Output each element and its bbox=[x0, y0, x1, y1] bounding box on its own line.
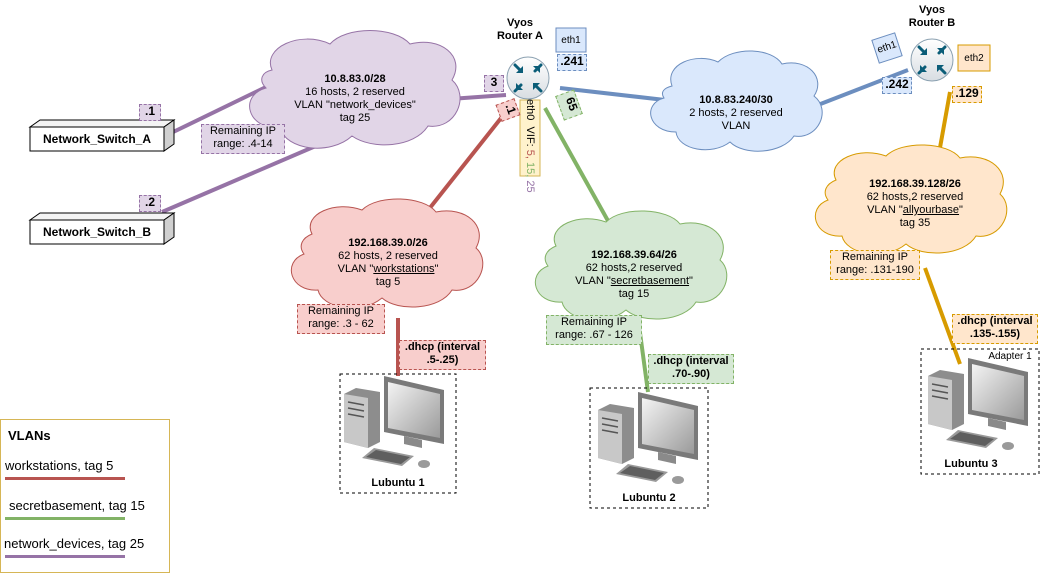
lubuntu-3-adapter-label: Adapter 1 bbox=[988, 351, 1032, 362]
lubuntu-3-label: Lubuntu 3 bbox=[944, 458, 998, 470]
allyourbase-text: 192.168.39.128/26 62 hosts,2 reserved VL… bbox=[866, 178, 964, 229]
router-a-eth0-box bbox=[519, 99, 541, 177]
lubuntu-3-frame bbox=[920, 348, 1040, 475]
lubuntu-2-label: Lubuntu 2 bbox=[622, 492, 676, 504]
router-a-ip-3: 3 bbox=[484, 75, 504, 92]
network-switch-b[interactable] bbox=[28, 212, 176, 245]
lubuntu-1-label: Lubuntu 1 bbox=[371, 477, 425, 489]
cloud-workstations bbox=[290, 198, 484, 309]
lubuntu-1-computer-icon[interactable] bbox=[343, 375, 445, 469]
legend-title: VLANs bbox=[8, 428, 51, 443]
lubuntu-1-frame bbox=[339, 373, 457, 494]
legend-bar-secretbasement bbox=[5, 517, 125, 520]
router-a-eth1-ip: .241 bbox=[557, 54, 587, 71]
legend-bar-workstations bbox=[5, 477, 125, 480]
legend-item-network-devices: network_devices, tag 25 bbox=[4, 536, 145, 551]
switch-b-ip: .2 bbox=[139, 195, 161, 212]
cloud-allyourbase bbox=[814, 144, 1008, 255]
transit-text: 10.8.83.240/30 2 hosts, 2 reserved VLAN bbox=[689, 94, 783, 132]
lubuntu-2-frame bbox=[589, 387, 709, 509]
router-a-eth1-box bbox=[555, 27, 587, 53]
switch-a-ip: .1 bbox=[139, 104, 161, 121]
legend-item-workstations: workstations, tag 5 bbox=[5, 458, 114, 473]
legend-item-secretbasement: secretbasement, tag 15 bbox=[9, 498, 145, 513]
router-b-eth2-ip: .129 bbox=[952, 86, 982, 103]
router-a-eth0-vif-label: eth0 VIF: 5, 15, 25 bbox=[524, 99, 536, 193]
router-b-eth2-box bbox=[957, 44, 991, 72]
network-devices-text: 10.8.83.0/28 16 hosts, 2 reserved VLAN "… bbox=[294, 73, 416, 124]
cloud-secretbasement bbox=[534, 210, 728, 321]
secretbasement-dhcp: .dhcp (interval.70-.90) bbox=[648, 354, 734, 384]
workstations-text: 192.168.39.0/26 62 hosts, 2 reserved VLA… bbox=[337, 237, 439, 288]
router-a-eth1-label: eth1 bbox=[561, 35, 581, 46]
router-a-icon[interactable] bbox=[506, 56, 550, 100]
router-b-icon[interactable] bbox=[910, 38, 954, 82]
secretbasement-text: 192.168.39.64/26 62 hosts,2 reserved VLA… bbox=[575, 249, 693, 300]
legend-bar-network-devices bbox=[5, 555, 125, 558]
lubuntu-3-computer-icon[interactable] bbox=[927, 357, 1029, 451]
switch-b-name: Network_Switch_B bbox=[42, 225, 152, 239]
switch-a-name: Network_Switch_A bbox=[42, 132, 152, 146]
cloud-network-devices bbox=[249, 30, 461, 149]
router-b-eth2-label: eth2 bbox=[964, 53, 984, 64]
network-switch-a[interactable] bbox=[28, 119, 176, 152]
vlan-legend: VLANs workstations, tag 5 secretbasement… bbox=[0, 419, 170, 573]
router-b-eth1-box bbox=[871, 32, 903, 64]
allyourbase-dhcp: .dhcp (interval.135-.155) bbox=[952, 314, 1038, 344]
lubuntu-2-computer-icon[interactable] bbox=[597, 391, 699, 485]
workstations-dhcp: .dhcp (interval.5-.25) bbox=[399, 340, 486, 370]
router-b-eth1-ip: .242 bbox=[882, 77, 912, 94]
cloud-transit bbox=[650, 50, 823, 152]
